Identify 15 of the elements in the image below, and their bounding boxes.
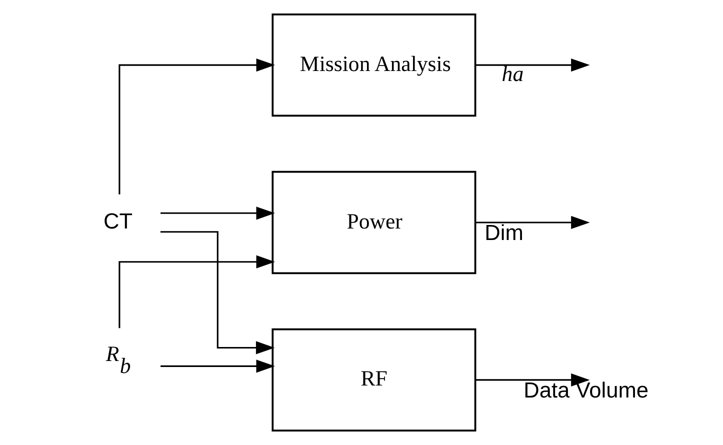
arrow [160,360,275,373]
arrow [160,231,275,354]
node-text: CT [104,208,133,234]
arrow [475,373,590,386]
arrow [118,255,275,328]
edge-label: Data Volume [524,377,649,402]
node-box: RF [272,328,476,432]
arrow [118,58,275,194]
arrow [475,216,590,230]
arrow [475,58,590,72]
node-box: Mission Analysis [272,13,476,117]
arrow [160,206,275,220]
node-box: Power [272,170,476,274]
edge-label: ha [502,62,524,86]
edge-label: Dim [484,220,524,245]
